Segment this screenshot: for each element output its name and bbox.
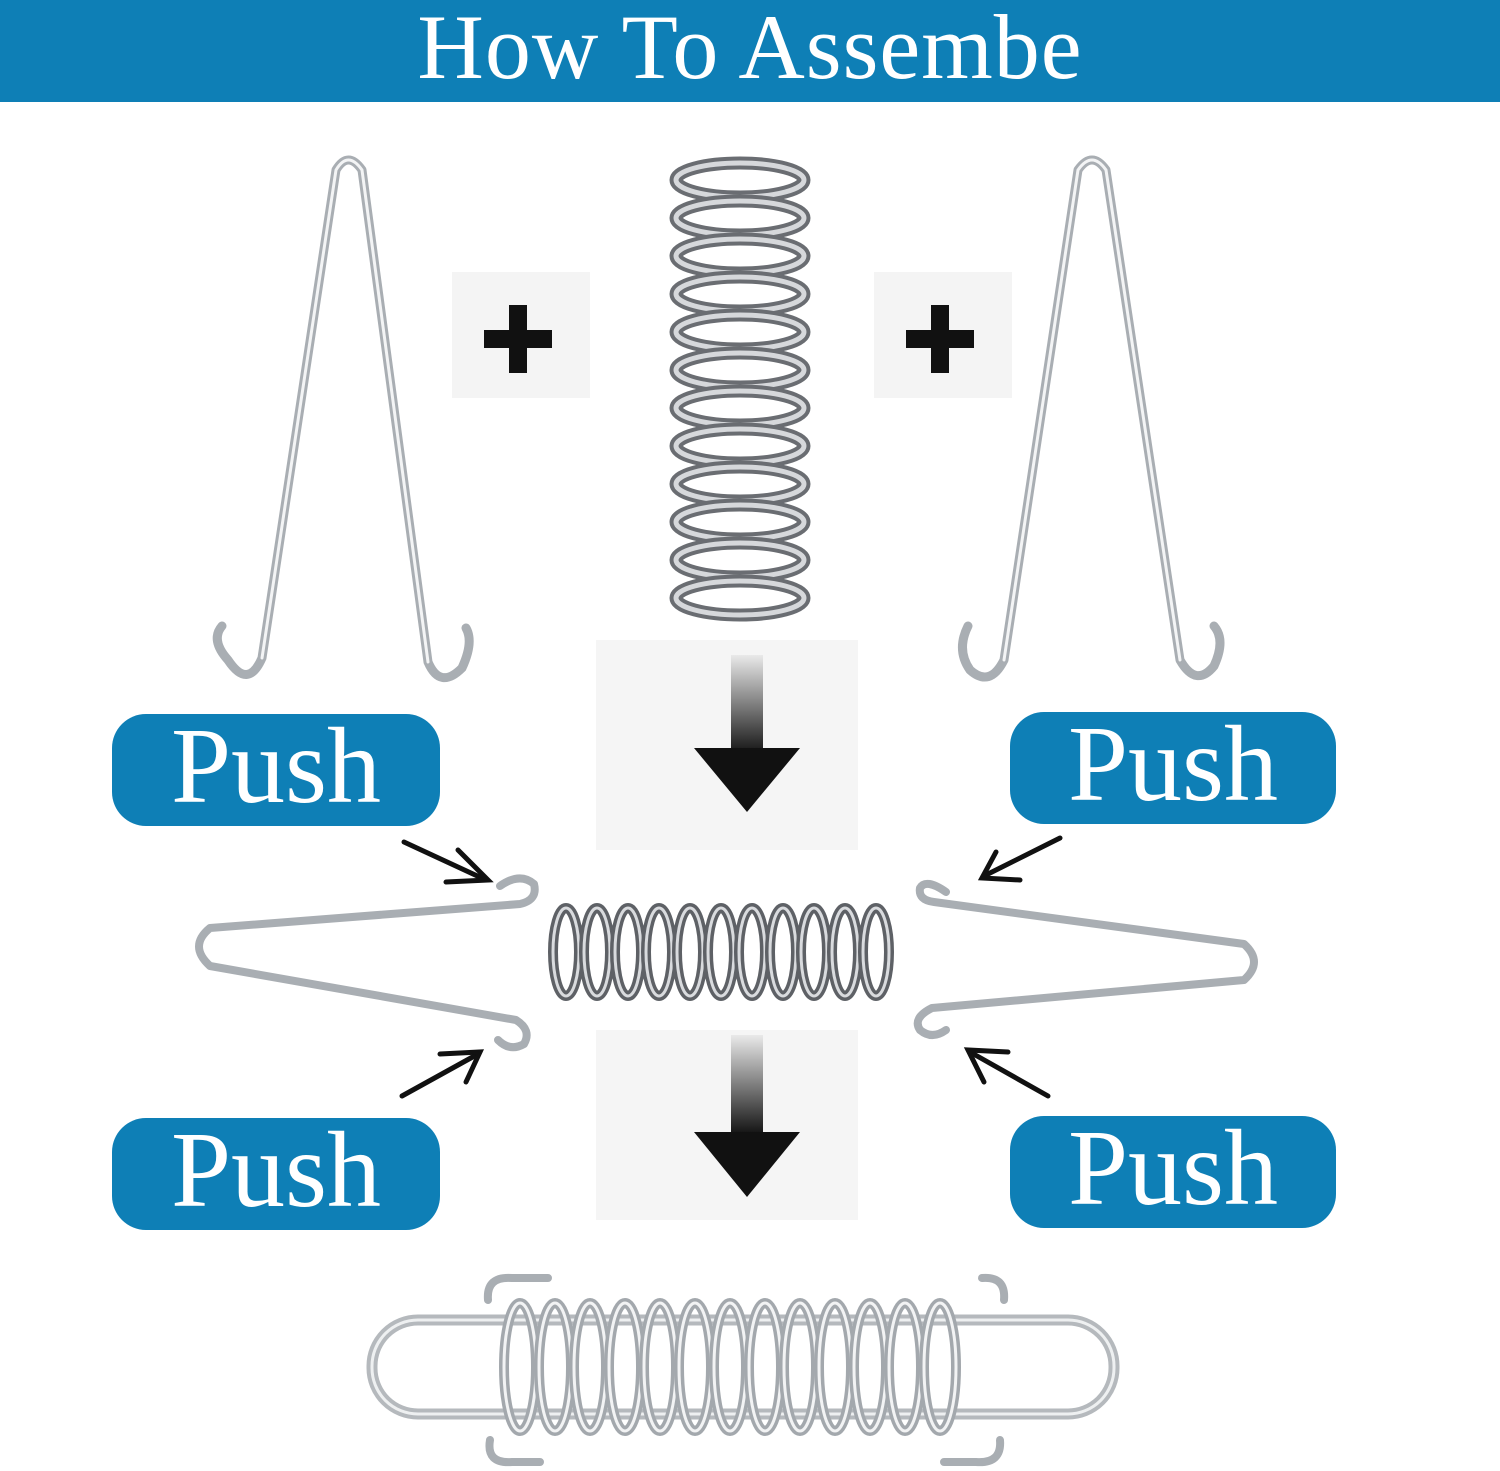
push-badge-top-left: Push — [112, 707, 440, 826]
down-arrow-icon — [694, 655, 800, 812]
push-arrow-icon — [963, 1047, 1051, 1099]
v-hook-icon — [913, 879, 1258, 1039]
push-badge-bottom-left: Push — [112, 1111, 440, 1230]
push-arrow-icon — [977, 835, 1063, 883]
down-arrow-icon — [694, 1035, 800, 1197]
push-arrow-icon — [399, 1049, 485, 1099]
v-hook-icon — [958, 155, 1225, 682]
page-title: How To Assembe — [417, 0, 1083, 98]
arrow-backdrop-bottom — [596, 1030, 858, 1220]
push-label: Push — [1067, 705, 1279, 824]
v-hook-icon — [195, 874, 539, 1052]
push-label: Push — [170, 707, 382, 826]
title-banner: How To Assembe — [0, 0, 1500, 102]
spring-icon — [548, 903, 894, 1001]
push-badge-top-right: Push — [1010, 705, 1336, 824]
assembled-tensioner-icon — [366, 1273, 1120, 1467]
spring-icon — [669, 156, 811, 622]
push-label: Push — [170, 1111, 382, 1230]
v-hook-icon — [212, 155, 474, 682]
arrow-backdrop-top — [596, 640, 858, 850]
push-label: Push — [1067, 1109, 1279, 1228]
push-arrow-icon — [401, 839, 494, 885]
push-badge-bottom-right: Push — [1010, 1109, 1336, 1228]
